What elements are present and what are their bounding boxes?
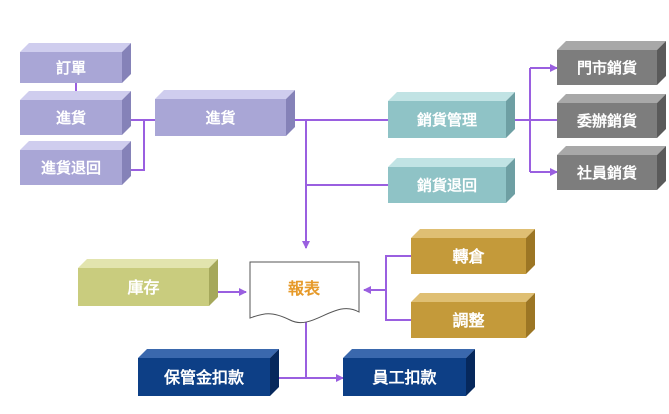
order-box: 訂單	[20, 43, 131, 83]
consign-sales-box-top-face	[557, 94, 666, 103]
transfer-box-front-face	[411, 238, 526, 274]
member-sales-box-side-face	[657, 146, 666, 190]
connector-transfer-adjust	[385, 255, 411, 321]
order-box-top-face	[20, 43, 131, 52]
inventory-box-side-face	[209, 259, 218, 306]
store-sales-box-side-face	[657, 41, 666, 85]
store-sales-box-label: 門市銷貨	[577, 59, 637, 77]
deposit-deduct-box-label: 保管金扣款	[163, 368, 245, 387]
purchase-box: 進貨	[155, 90, 295, 136]
inventory-box: 庫存	[78, 259, 218, 306]
purchase-box-side-face	[286, 90, 295, 136]
sales-return-box-top-face	[388, 158, 515, 167]
report-shape	[249, 261, 360, 323]
purchase-return-box-top-face	[20, 141, 131, 150]
consign-sales-box: 委辦銷貨	[557, 94, 666, 138]
store-sales-box-front-face	[557, 50, 657, 85]
adjust-box-label: 調整	[452, 311, 484, 330]
staff-deduct-box-top-face	[343, 349, 475, 358]
purchase-small-box-side-face	[122, 91, 131, 135]
sales-return-box-label: 銷貨退回	[417, 176, 477, 194]
consign-sales-box-front-face	[557, 103, 657, 138]
inventory-box-top-face	[78, 259, 218, 268]
deposit-deduct-box-front-face	[138, 358, 270, 396]
purchase-box-label: 進貨	[205, 109, 235, 127]
store-sales-box-top-face	[557, 41, 666, 50]
staff-deduct-box: 員工扣款	[343, 349, 475, 396]
consign-sales-box-label: 委辦銷貨	[577, 112, 637, 130]
consign-sales-box-side-face	[657, 94, 666, 138]
inventory-box-front-face	[78, 268, 209, 306]
sales-return-box: 銷貨退回	[388, 158, 515, 203]
staff-deduct-box-label: 員工扣款	[371, 368, 437, 387]
transfer-box-label: 轉倉	[452, 247, 485, 266]
member-sales-box: 社員銷貨	[557, 146, 666, 190]
adjust-box-front-face	[411, 302, 526, 338]
purchase-box-top-face	[155, 90, 295, 99]
adjust-box-side-face	[526, 293, 535, 338]
sales-return-box-front-face	[388, 167, 506, 203]
staff-deduct-box-side-face	[466, 349, 475, 396]
order-box-front-face	[20, 52, 122, 83]
report-document: 報表	[249, 261, 360, 323]
member-sales-box-front-face	[557, 155, 657, 190]
purchase-return-box-side-face	[122, 141, 131, 185]
purchase-return-box-label: 進貨退回	[41, 159, 101, 177]
staff-deduct-box-front-face	[343, 358, 466, 396]
sales-mgmt-box: 銷貨管理	[388, 92, 515, 138]
transfer-box: 轉倉	[411, 229, 535, 274]
sales-mgmt-box-front-face	[388, 101, 506, 138]
purchase-small-box-top-face	[20, 91, 131, 100]
inventory-box-label: 庫存	[127, 278, 159, 297]
deposit-deduct-box-top-face	[138, 349, 279, 358]
sales-mgmt-box-label: 銷貨管理	[417, 111, 477, 129]
purchase-small-box-label: 進貨	[56, 109, 86, 127]
purchase-small-box: 進貨	[20, 91, 131, 135]
order-box-label: 訂單	[56, 59, 86, 77]
transfer-box-side-face	[526, 229, 535, 274]
deposit-deduct-box: 保管金扣款	[138, 349, 279, 396]
sales-return-box-side-face	[506, 158, 515, 203]
transfer-box-top-face	[411, 229, 535, 238]
sales-mgmt-box-side-face	[506, 92, 515, 138]
store-sales-box: 門市銷貨	[557, 41, 666, 85]
order-box-side-face	[122, 43, 131, 83]
sales-mgmt-box-top-face	[388, 92, 515, 101]
member-sales-box-top-face	[557, 146, 666, 155]
purchase-box-front-face	[155, 99, 286, 136]
report-label: 報表	[288, 279, 321, 298]
member-sales-box-label: 社員銷貨	[576, 164, 637, 182]
adjust-box: 調整	[411, 293, 535, 338]
purchase-return-box-front-face	[20, 150, 122, 185]
adjust-box-top-face	[411, 293, 535, 302]
deposit-deduct-box-side-face	[270, 349, 279, 396]
purchase-small-box-front-face	[20, 100, 122, 135]
purchase-return-box: 進貨退回	[20, 141, 131, 185]
